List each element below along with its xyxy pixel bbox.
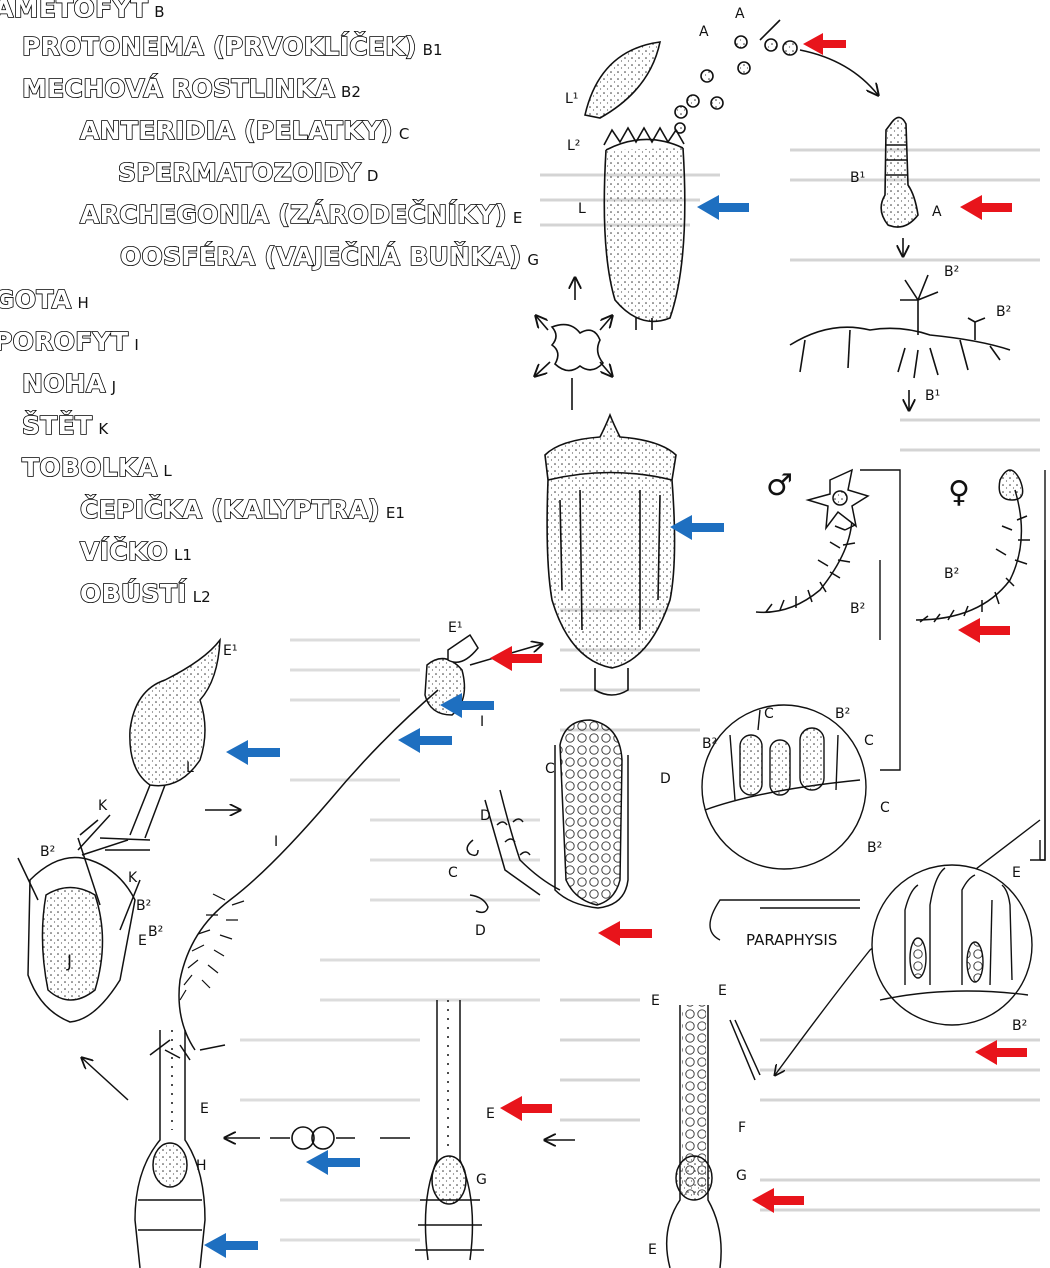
label-C-enlarged: C: [545, 761, 555, 777]
label-D-sperm: D: [480, 808, 491, 824]
open-capsule-with-spores: [585, 20, 878, 330]
label-E-young: E: [138, 933, 147, 949]
antheridia-detail: [702, 705, 866, 869]
label-B2-antheridia: B²: [702, 736, 717, 752]
label-C-sperm: C: [448, 865, 458, 881]
label-J: J: [66, 952, 72, 972]
label-B2-plant: B²: [148, 924, 163, 940]
label-K-young: K: [128, 870, 138, 886]
label-E-archegonia: E: [1012, 865, 1021, 881]
label-D-sperm-2: D: [475, 923, 486, 939]
female-moss-plant: ♀: [916, 470, 1030, 622]
label-C-antheridia-2: C: [864, 733, 874, 749]
label-F: F: [738, 1120, 746, 1136]
label-E-left: E: [200, 1101, 209, 1117]
label-C-antheridia: C: [764, 706, 774, 722]
label-D-enlarged: D: [660, 771, 671, 787]
label-B2-female: B²: [944, 566, 959, 582]
blue-arrow-sporophyte: [398, 728, 452, 753]
fertilisation-symbol: [225, 1127, 575, 1149]
label-B2-antheridia-2: B²: [835, 706, 850, 722]
label-H: H: [196, 1158, 207, 1174]
label-B2-antheridia-3: B²: [867, 840, 882, 856]
archegonia-detail: [872, 865, 1032, 1025]
red-arrow-protonema: [960, 195, 1012, 220]
detached-capsule: [78, 640, 240, 850]
label-E-top-2: E: [718, 983, 727, 999]
zygote-archegonium: [82, 1030, 205, 1268]
label-E1-attached: E¹: [448, 620, 462, 636]
label-E-top: E: [651, 993, 660, 1009]
label-A-spore-2: A: [699, 24, 709, 40]
label-G-middle: G: [476, 1172, 487, 1188]
male-symbol: ♂: [766, 468, 793, 503]
label-C-antheridia-3: C: [880, 800, 890, 816]
blue-arrow-detached-capsule: [226, 740, 280, 765]
label-A-spore: A: [735, 6, 745, 22]
red-arrow-female-plant: [958, 618, 1010, 643]
protonema-with-buds: [790, 275, 1010, 410]
label-paraphysis: PARAPHYSIS: [746, 931, 837, 949]
label-E-middle: E: [486, 1106, 495, 1122]
label-B1-protonema: B¹: [925, 388, 940, 404]
label-L: L: [578, 201, 586, 217]
label-B2-young-2: B²: [136, 898, 151, 914]
label-B2-bud-2: B²: [996, 304, 1011, 320]
archegonium-middle: [415, 1000, 484, 1260]
blue-arrow-capsule: [697, 195, 749, 220]
label-G-right: G: [736, 1168, 747, 1184]
red-arrow-archegonium: [500, 1096, 552, 1121]
archegonium-with-egg: [667, 1005, 760, 1268]
label-B2-male: B²: [850, 601, 865, 617]
red-arrow-archegonia: [975, 1040, 1027, 1065]
blue-arrow-closed-capsule: [670, 515, 724, 540]
germinating-spore: [881, 117, 918, 256]
label-E1-detached: E¹: [223, 643, 237, 659]
label-B2-archegonia: B²: [1012, 1018, 1027, 1034]
background-page-lines: [540, 150, 1040, 1210]
label-B1: B¹: [850, 170, 865, 186]
label-L-detached: L: [186, 760, 194, 776]
label-B2-young: B²: [40, 844, 55, 860]
female-symbol: ♀: [948, 475, 970, 510]
label-L1: L¹: [565, 91, 578, 107]
spore-tetrad: [535, 278, 612, 410]
label-E-bottom: E: [648, 1242, 657, 1258]
red-arrow-calyptra: [490, 646, 542, 671]
label-B2-bud: B²: [944, 264, 959, 280]
label-K-detached: K: [98, 798, 108, 814]
blue-arrow-zygote: [204, 1233, 258, 1258]
label-I-seta: I: [274, 834, 278, 850]
red-arrow-antheridium: [598, 921, 652, 946]
capsule-with-calyptra: [545, 415, 676, 695]
background-page-lines-left: [240, 640, 540, 1240]
label-A-germinating: A: [932, 204, 942, 220]
label-I-attached: I: [480, 714, 484, 730]
male-moss-plant: ♂: [756, 468, 868, 612]
label-L2: L²: [567, 138, 580, 154]
antheridium-enlarged: [467, 720, 628, 912]
blue-arrow-zygote-formation: [306, 1150, 360, 1175]
